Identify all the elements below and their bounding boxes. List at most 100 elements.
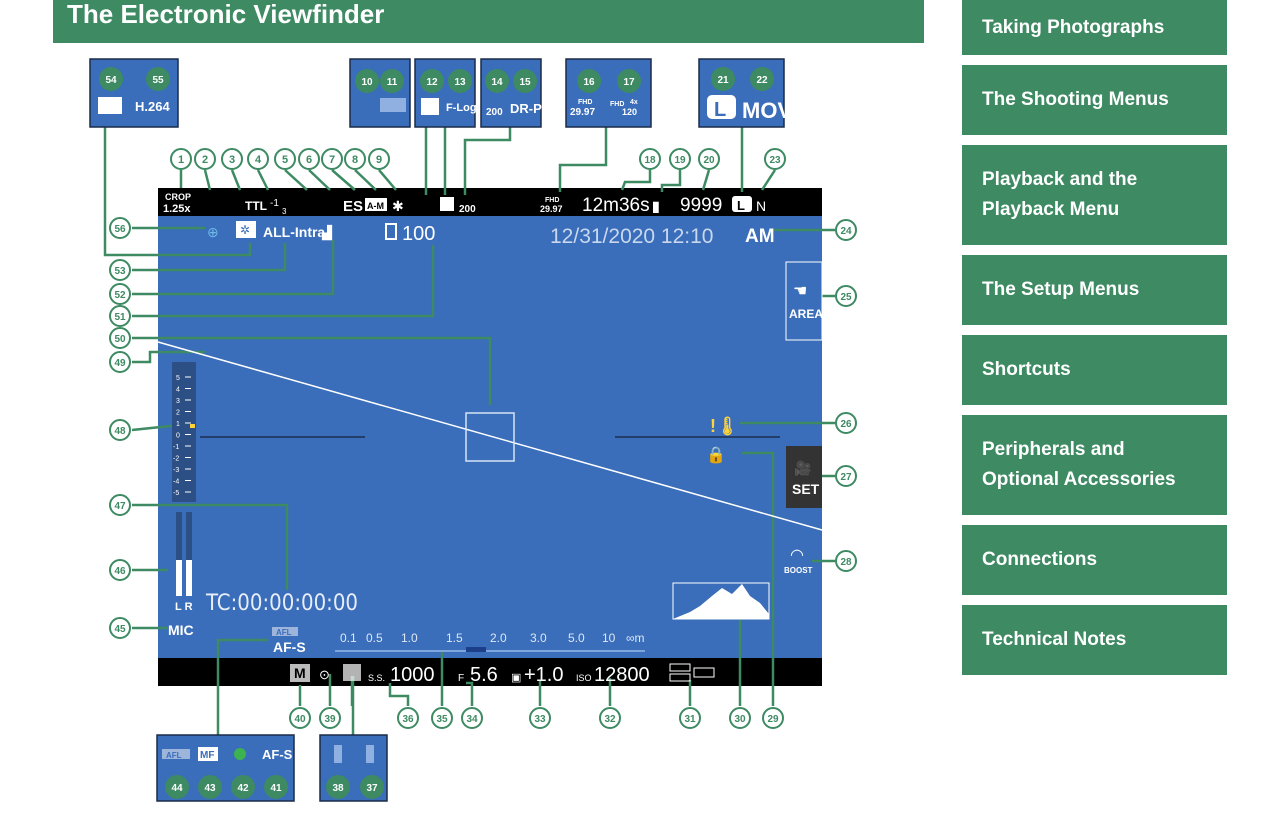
meter-tick-label: 0	[176, 433, 180, 440]
audio-lr-label: L R	[175, 601, 193, 613]
svg-text:31: 31	[684, 714, 696, 725]
svg-text:26: 26	[840, 419, 852, 430]
meter-tick-label: 4	[176, 387, 180, 394]
nav-label: The Setup Menus	[982, 279, 1140, 300]
nav-setup-menus[interactable]: The Setup Menus	[962, 255, 1227, 325]
bottom-status-bar	[158, 658, 822, 686]
top-status-bar	[158, 188, 822, 216]
inset-boxes: H.264 F-Log 200 DR-P FHD 29.97 FHD 4x 12…	[89, 58, 792, 802]
touch-hand-icon: ☚	[793, 283, 807, 300]
callout-15: 15	[513, 69, 537, 93]
shutter-speed: 1000	[390, 664, 435, 686]
distance-label: 1.0	[401, 631, 418, 645]
nav-peripherals[interactable]: Peripherals and Optional Accessories	[962, 415, 1227, 515]
inset-mf-badge	[198, 747, 218, 761]
callout-34: 34	[461, 707, 483, 729]
ss-label: S.S.	[368, 673, 385, 683]
bluetooth-icon: ✱	[392, 198, 404, 214]
movie-set-button[interactable]	[786, 446, 822, 508]
inset-ae-lock-icon	[334, 745, 342, 763]
svg-text:50: 50	[114, 334, 126, 345]
inset-mult: 4x	[630, 99, 638, 106]
callout-9: 9	[368, 148, 390, 170]
sensitivity: 12800	[594, 664, 650, 686]
inset-14-15	[480, 58, 542, 128]
svg-text:1: 1	[178, 154, 184, 166]
inset-fps-1: 29.97	[570, 107, 595, 118]
svg-text:22: 22	[756, 75, 768, 86]
boost-label: BOOST	[784, 566, 813, 575]
exposure-comp-icon: ▣	[511, 672, 521, 684]
iso-label: ISO	[576, 673, 592, 683]
callout-54: 54	[99, 67, 123, 91]
ampm: AM	[745, 226, 775, 247]
audio-meter-right	[186, 512, 192, 596]
callout-50: 50	[109, 327, 131, 349]
svg-text:52: 52	[114, 290, 126, 301]
shutter-type: ES	[343, 198, 363, 215]
focus-check-icon: ⊕	[207, 224, 219, 240]
format-fhd: FHD	[545, 197, 559, 204]
meter-tick-label: -4	[173, 479, 179, 486]
mic-label: MIC	[168, 622, 194, 638]
crop-label: CROP	[165, 192, 191, 202]
nav-label: Connections	[982, 549, 1098, 570]
svg-text:38: 38	[332, 783, 344, 794]
svg-text:27: 27	[840, 472, 852, 483]
callout-47: 47	[109, 494, 131, 516]
svg-text:14: 14	[491, 77, 503, 88]
touch-area-button[interactable]	[785, 261, 823, 341]
mic-level-icon: ▟	[321, 224, 333, 241]
iso-box-icon	[385, 223, 397, 240]
callout-39: 39	[319, 707, 341, 729]
callout-17: 17	[617, 69, 641, 93]
audio-level-right	[186, 560, 192, 596]
nav-taking-photographs[interactable]: Taking Photographs	[962, 0, 1227, 55]
callout-49: 49	[109, 351, 131, 373]
nav-label: Peripherals and Optional Accessories	[982, 439, 1176, 490]
meter-tick-label: 5	[176, 375, 180, 382]
svg-text:15: 15	[519, 77, 531, 88]
svg-text:33: 33	[534, 714, 546, 725]
svg-text:6: 6	[306, 154, 312, 166]
nav-technical-notes[interactable]: Technical Notes	[962, 605, 1227, 675]
callout-43: 43	[198, 775, 222, 799]
svg-text:13: 13	[454, 77, 466, 88]
nav-shortcuts[interactable]: Shortcuts	[962, 335, 1227, 405]
nav-label: The Shooting Menus	[982, 89, 1169, 110]
svg-text:12: 12	[426, 77, 438, 88]
audio-meter-left	[176, 512, 182, 596]
nav-shooting-menus[interactable]: The Shooting Menus	[962, 65, 1227, 135]
inset-stabilization-icon	[98, 97, 122, 114]
set-label: SET	[792, 481, 820, 497]
exposure-mode: M	[294, 665, 306, 681]
callout-53: 53	[109, 259, 131, 281]
svg-text:8: 8	[352, 154, 358, 166]
callout-55: 55	[146, 67, 170, 91]
frames-remaining: 9999	[680, 195, 722, 216]
svg-text:18: 18	[644, 155, 656, 166]
meter-tick-label: -2	[173, 456, 179, 463]
callout-44: 44	[165, 775, 189, 799]
nav-playback-menu[interactable]: Playback and the Playback Menu	[962, 145, 1227, 245]
callout-40: 40	[289, 707, 311, 729]
callout-4: 4	[247, 148, 269, 170]
nav-connections[interactable]: Connections	[962, 525, 1227, 595]
meter-tick-label: 1	[176, 421, 180, 428]
callout-2: 2	[194, 148, 216, 170]
am-mode: A-M	[367, 201, 384, 211]
inset-fhd-2: FHD	[610, 101, 624, 108]
image-size-box	[732, 196, 752, 212]
inset-size: L	[714, 99, 726, 121]
callout-19: 19	[669, 148, 691, 170]
callout-48: 48	[109, 419, 131, 441]
callout-25: 25	[835, 285, 857, 307]
svg-text:4: 4	[255, 154, 262, 166]
flash-comp-denom: 3	[282, 207, 287, 216]
svg-text:46: 46	[114, 566, 126, 577]
inset-mf: MF	[200, 750, 214, 761]
callout-29: 29	[762, 707, 784, 729]
aperture: 5.6	[470, 664, 498, 686]
